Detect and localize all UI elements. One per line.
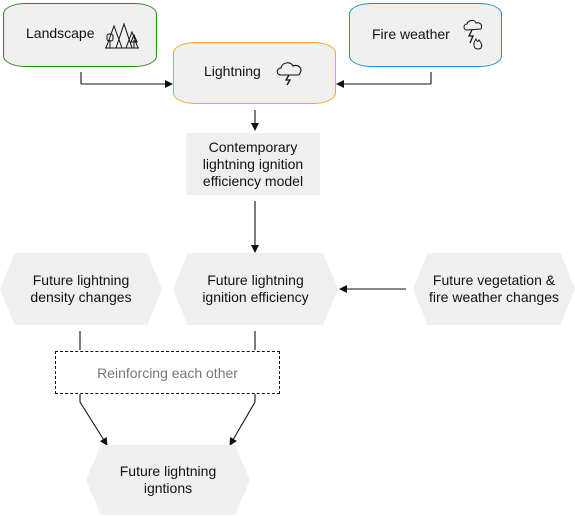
contemporary-model-label: Contemporary lightning ignition efficien… (202, 138, 304, 189)
contemporary-model-node: Contemporary lightning ignition efficien… (186, 133, 320, 195)
reinforcing-box: Reinforcing each other (55, 351, 280, 394)
density-changes-label: Future lightning density changes (30, 272, 132, 305)
fire-weather-label: Fire weather (372, 26, 450, 42)
fire-weather-node: Fire weather (349, 3, 502, 67)
reinforcing-label: Reinforcing each other (97, 364, 238, 381)
reinforce-right-arrow (229, 401, 256, 446)
ignition-efficiency-node: Future lightning ignition efficiency (173, 253, 338, 325)
reinforce-left-arrow (79, 401, 108, 446)
ignition-efficiency-label: Future lightning ignition efficiency (202, 272, 309, 305)
lightning-node: Lightning (173, 42, 336, 104)
future-ignitions-label: Future lightning igntions (119, 463, 217, 496)
lightning-fire-icon (463, 20, 483, 50)
landscape-node: Landscape (3, 3, 157, 67)
storm-cloud-icon (276, 62, 302, 86)
lightning-label: Lightning (204, 63, 261, 79)
future-ignitions-node: Future lightning igntions (86, 445, 250, 515)
vegetation-changes-node: Future vegetation & fire weather changes (413, 253, 575, 325)
vegetation-changes-label: Future vegetation & fire weather changes (429, 272, 559, 305)
landscape-label: Landscape (26, 25, 95, 41)
trees-mountain-icon (105, 22, 139, 49)
density-changes-node: Future lightning density changes (0, 253, 162, 325)
